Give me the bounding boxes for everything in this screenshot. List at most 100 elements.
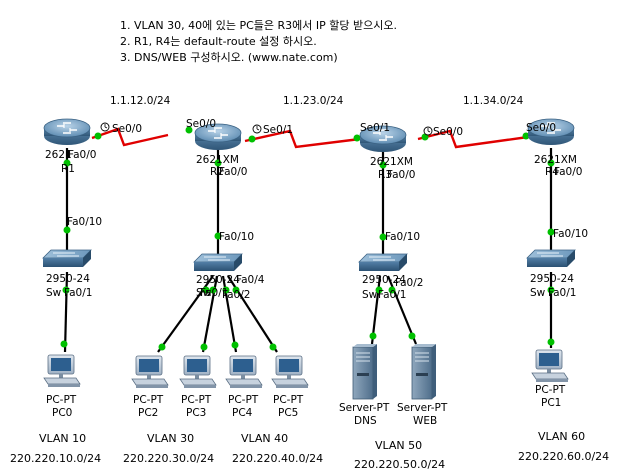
sw3-name-label: Sw: [362, 289, 378, 301]
link-up-dot: [202, 286, 210, 294]
sw4-name-label: Sw: [530, 287, 546, 299]
link-up-dot: [214, 159, 222, 167]
r1-name-label: R1: [61, 163, 75, 175]
sw1-uplink-label: Fa0/10: [67, 216, 102, 228]
link-up-dot: [62, 286, 70, 294]
link-up-dot: [522, 132, 530, 140]
switch-sw1[interactable]: [42, 249, 92, 268]
r4-model-label: 2621XM: [534, 154, 577, 166]
link-up-dot: [353, 134, 361, 142]
serial-link-r3-r4[interactable]: [417, 129, 529, 149]
sw3-port-label: Fa0/1: [378, 289, 406, 301]
switch-sw4[interactable]: [526, 249, 576, 268]
pc1-type-label: PC-PT: [535, 384, 566, 396]
link-up-dot: [63, 159, 71, 167]
sw2-uplink-label: Fa0/10: [219, 231, 254, 243]
sw2-port-label: Fa0/2: [222, 289, 250, 301]
server-dns[interactable]: [352, 343, 378, 400]
r1-serial-label: Se0/0: [112, 123, 142, 135]
link-up-dot: [63, 226, 71, 234]
vlan-30-label: VLAN 30: [147, 432, 194, 445]
pc2-name-label: PC2: [138, 407, 158, 419]
pc-pc3[interactable]: [179, 355, 217, 389]
pc-pc0[interactable]: [43, 354, 81, 388]
link-up-dot: [269, 343, 277, 351]
link-up-dot: [200, 343, 208, 351]
pc-pc4[interactable]: [225, 355, 263, 389]
sw3-uplink-label: Fa0/10: [385, 231, 420, 243]
vlan-40-label: VLAN 40: [241, 432, 288, 445]
r2-model-label: 2621XM: [196, 154, 239, 166]
link-up-dot: [408, 332, 416, 340]
r2-name-label: R2: [210, 166, 224, 178]
r3-fa-label: Fa0/0: [387, 169, 415, 181]
sw2-port-label: Fa0/1: [200, 287, 228, 299]
serial-link-r1-r2[interactable]: [91, 127, 169, 147]
pc0-name-label: PC0: [52, 407, 72, 419]
link-up-dot: [185, 126, 193, 134]
link-up-dot: [94, 132, 102, 140]
link-up-dot: [379, 233, 387, 241]
link-up-dot: [369, 332, 377, 340]
r3-model-label: 2621XM: [370, 156, 413, 168]
link-up-dot: [248, 135, 256, 143]
switch-sw3[interactable]: [358, 253, 408, 272]
vlan-30-subnet: 220.220.30.0/24: [123, 452, 214, 465]
r3-name-label: R3: [378, 169, 392, 181]
clock-icon: [100, 122, 110, 132]
r2-serial-left-label: Se0/0: [186, 118, 216, 130]
pc-pc1[interactable]: [531, 349, 569, 383]
sw3-port-label: Fa0/2: [395, 277, 423, 289]
link-up-dot: [158, 343, 166, 351]
pc4-name-label: PC4: [232, 407, 253, 419]
clock-icon: [423, 126, 433, 136]
vlan-50-subnet: 220.220.50.0/24: [354, 458, 445, 471]
dns-name-label: DNS: [354, 415, 377, 427]
link-up-dot: [375, 286, 383, 294]
pc3-type-label: PC-PT: [181, 394, 212, 406]
r4-fa-label: Fa0/0: [554, 166, 582, 178]
vlan-50-label: VLAN 50: [375, 439, 422, 452]
link-up-dot: [214, 232, 222, 240]
instruction-line-2: 2. R1, R4는 default-route 설정 하시오.: [120, 34, 317, 48]
network-label-r1-r2: 1.1.12.0/24: [110, 95, 171, 107]
vlan-60-label: VLAN 60: [538, 430, 585, 443]
pc2-type-label: PC-PT: [133, 394, 164, 406]
pc5-name-label: PC5: [278, 407, 298, 419]
link-up-dot: [547, 159, 555, 167]
link-up-dot: [209, 286, 217, 294]
ethernet-link-sw1-pc0[interactable]: [63, 271, 69, 353]
server-web[interactable]: [411, 343, 437, 400]
link-up-dot: [60, 340, 68, 348]
pc-pc5[interactable]: [271, 355, 309, 389]
switch-sw2[interactable]: [193, 253, 243, 272]
sw2-model-label: 2950-24: [196, 274, 240, 286]
r1-fa-label: Fa0/0: [68, 149, 96, 161]
sw1-downlink-label: Fa0/1: [64, 287, 92, 299]
web-type-label: Server-PT: [397, 402, 448, 414]
sw1-name-label: Sw: [46, 287, 62, 299]
router-r1[interactable]: [43, 118, 91, 146]
r2-serial-right-label: Se0/1: [263, 124, 293, 136]
pc5-type-label: PC-PT: [273, 394, 304, 406]
sw4-uplink-label: Fa0/10: [553, 228, 588, 240]
r1-model-label: 2621: [45, 149, 72, 161]
instruction-line-3: 3. DNS/WEB 구성하시오. (www.nate.com): [120, 50, 338, 64]
link-up-dot: [547, 338, 555, 346]
pc-pc2[interactable]: [131, 355, 169, 389]
sw3-model-label: 2950-24: [362, 274, 406, 286]
vlan-40-subnet: 220.220.40.0/24: [232, 452, 323, 465]
pc3-name-label: PC3: [186, 407, 206, 419]
sw4-model-label: 2950-24: [530, 273, 574, 285]
vlan-10-label: VLAN 10: [39, 432, 86, 445]
pc1-name-label: PC1: [541, 397, 561, 409]
web-name-label: WEB: [413, 415, 437, 427]
pc4-type-label: PC-PT: [228, 394, 259, 406]
network-label-r3-r4: 1.1.34.0/24: [463, 95, 524, 107]
sw1-model-label: 2950-24: [46, 273, 90, 285]
link-up-dot: [547, 228, 555, 236]
serial-link-r2-r3[interactable]: [244, 129, 361, 149]
link-up-dot: [388, 286, 396, 294]
link-up-dot: [379, 161, 387, 169]
